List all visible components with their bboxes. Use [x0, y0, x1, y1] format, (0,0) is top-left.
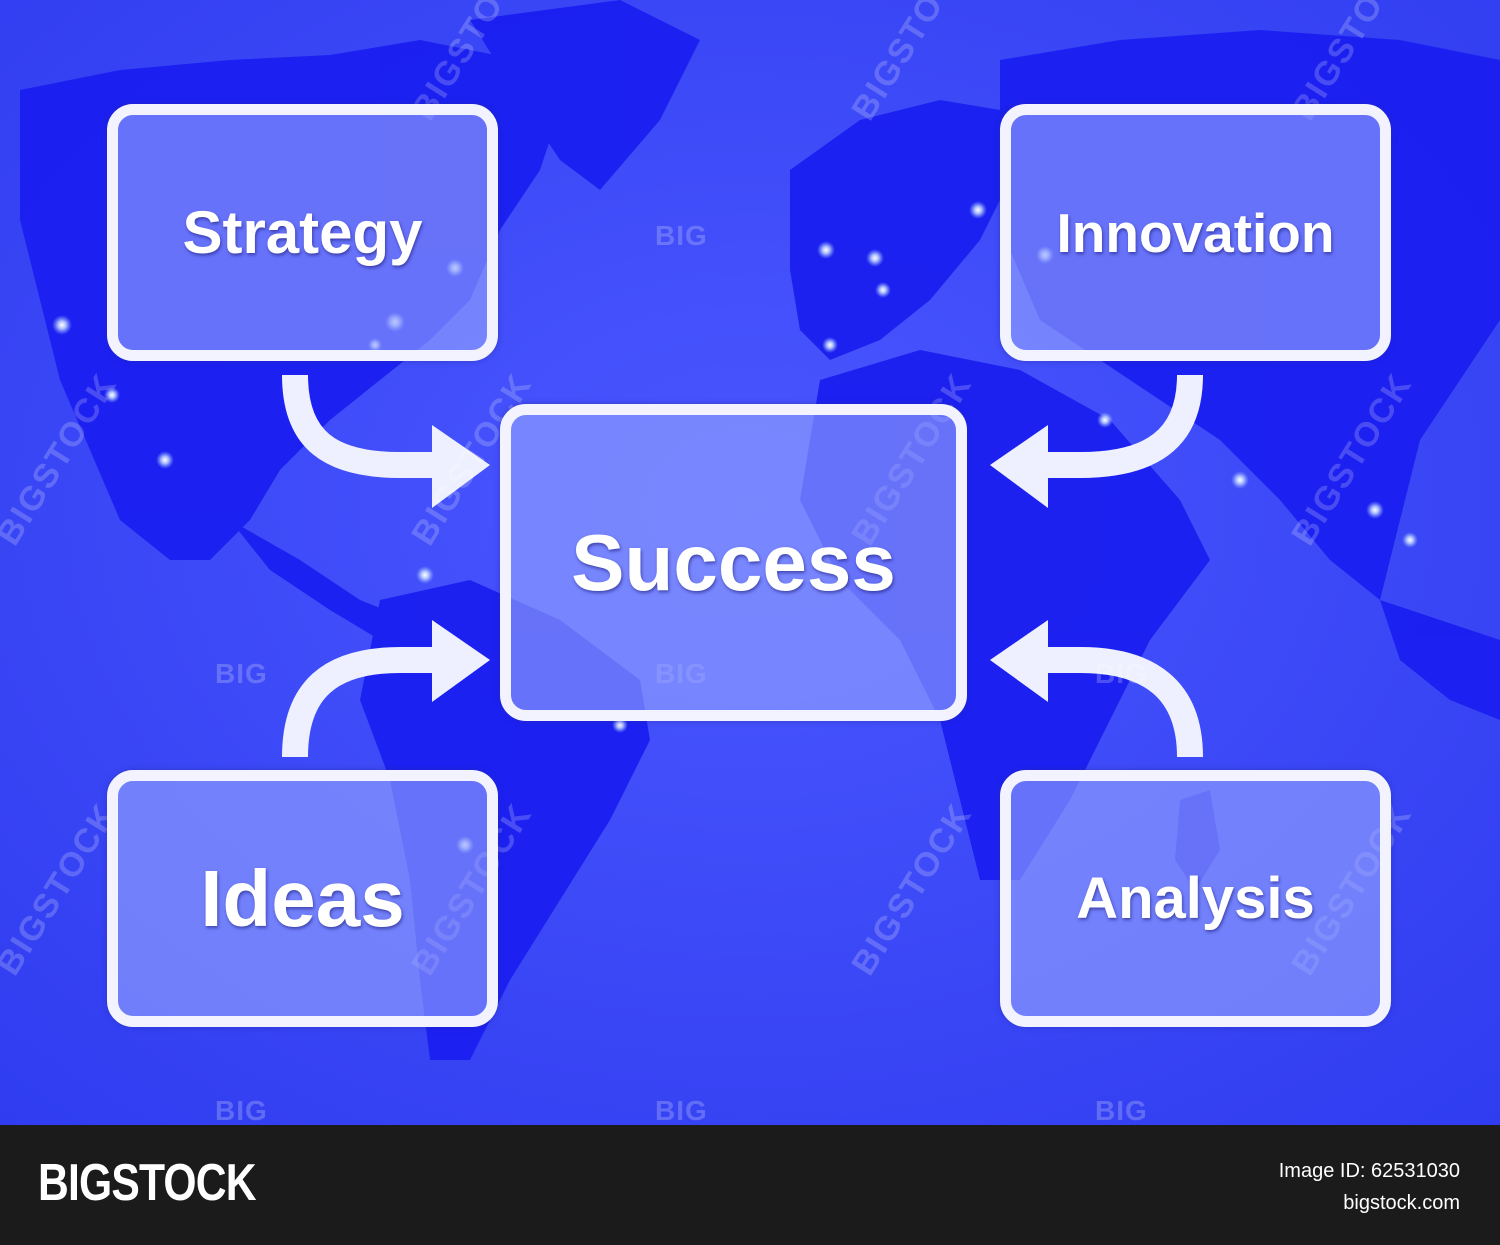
connector-arrows — [282, 374, 1203, 758]
node-analysis: Analysis — [1000, 770, 1391, 1027]
arrowhead-analysis — [990, 620, 1048, 702]
node-strategy: Strategy — [107, 104, 498, 361]
image-id-line: Image ID: 62531030 — [1279, 1155, 1460, 1187]
continent-central-america — [230, 520, 410, 640]
continent-southeast-asia — [1380, 600, 1500, 720]
continent-europe — [790, 100, 1010, 360]
island-uk — [820, 215, 860, 280]
node-success-center: Success — [500, 404, 967, 721]
image-id-value: 62531030 — [1371, 1160, 1460, 1182]
arrow-strategy-to-success — [282, 374, 440, 478]
node-label: Analysis — [1076, 866, 1315, 931]
arrowhead-innovation — [990, 425, 1048, 508]
image-info: Image ID: 62531030 bigstock.com — [1279, 1155, 1460, 1219]
node-ideas: Ideas — [107, 770, 498, 1027]
node-label: Innovation — [1056, 201, 1335, 264]
node-label: Ideas — [200, 853, 405, 943]
site-url: bigstock.com — [1343, 1192, 1460, 1214]
arrowhead-ideas — [432, 620, 490, 702]
arrowhead-strategy — [432, 425, 490, 508]
footer-bar: BIGSTOCK Image ID: 62531030 bigstock.com — [0, 1125, 1500, 1245]
arrow-ideas-to-success — [282, 647, 440, 758]
bigstock-logo: BIGSTOCK — [38, 1154, 257, 1212]
node-label: Success — [571, 517, 896, 607]
arrow-innovation-to-success — [1040, 374, 1203, 478]
arrow-analysis-to-success — [1040, 647, 1203, 758]
node-innovation: Innovation — [1000, 104, 1391, 361]
image-id-label: Image ID: — [1278, 1160, 1372, 1182]
node-label: Strategy — [182, 199, 423, 266]
continent-greenland — [470, 0, 700, 190]
